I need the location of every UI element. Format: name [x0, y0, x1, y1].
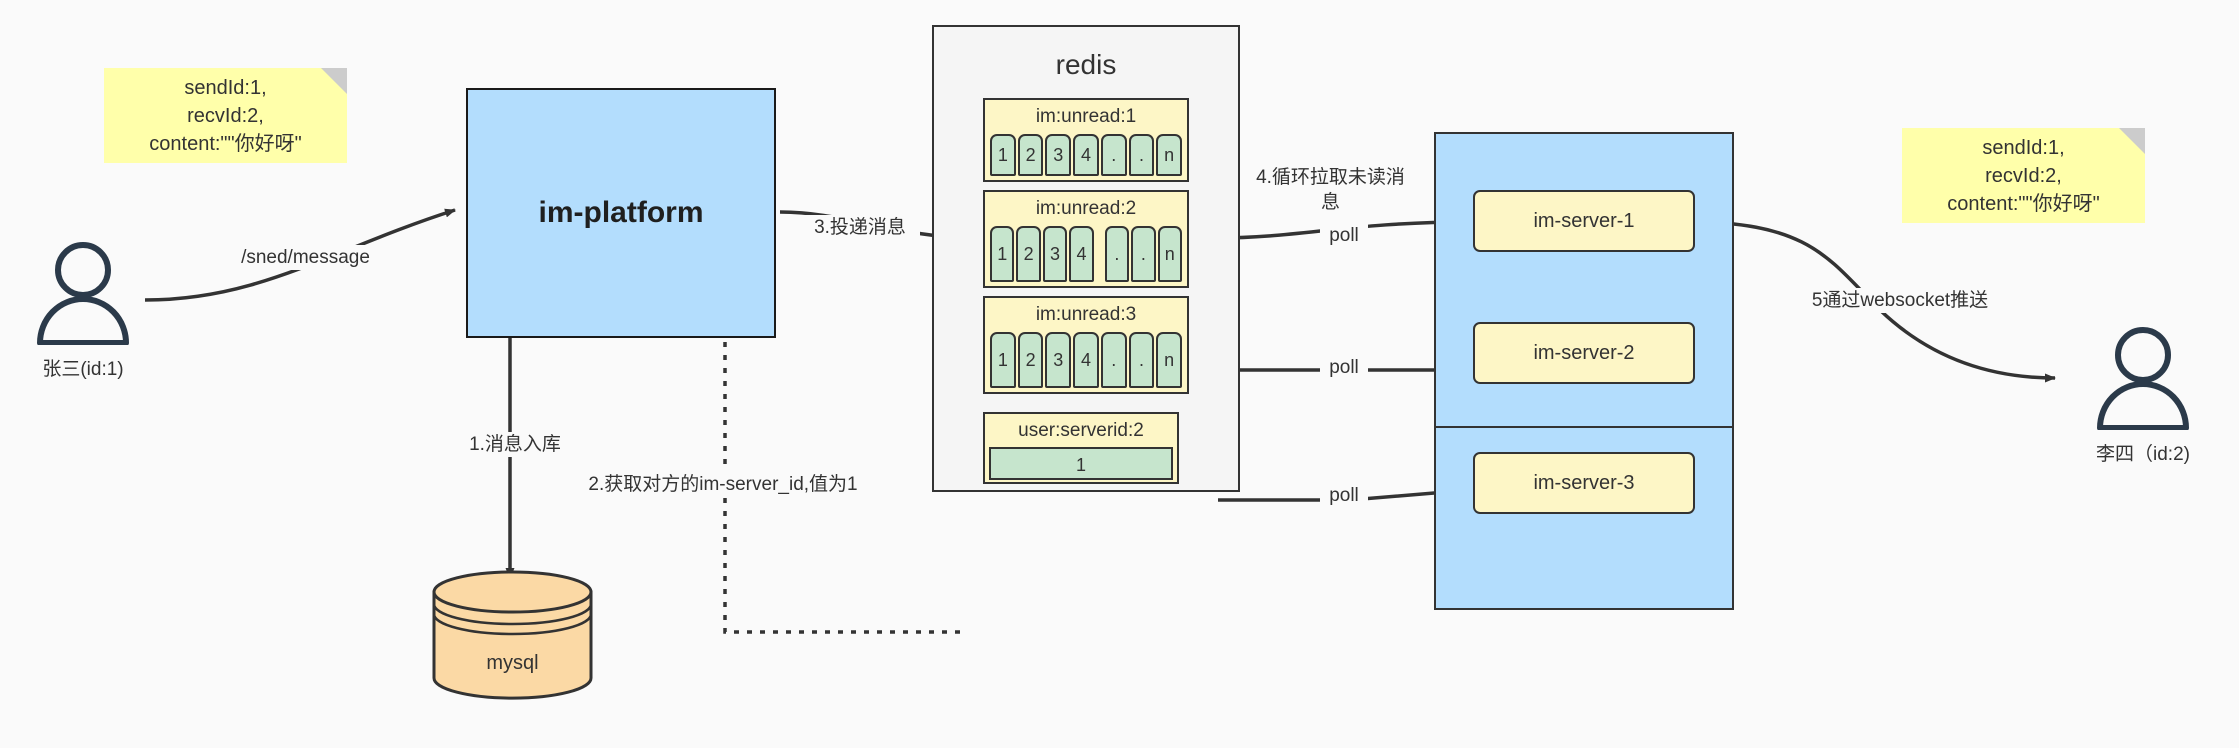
list-cell: 4 — [1073, 134, 1099, 176]
sticky-note-left: sendId:1, recvId:2, content:""你好呀" — [104, 68, 347, 163]
actor-sender-label: 张三(id:1) — [42, 359, 124, 380]
actor-receiver: 李四（id:2) — [2088, 325, 2198, 466]
node-im-server-1-label: im-server-1 — [1533, 209, 1635, 232]
list-cell: 1 — [990, 226, 1015, 282]
list-cell: . — [1128, 134, 1155, 176]
node-im-server-3-front-label: im-server-3 — [1533, 471, 1635, 494]
list-cell: . — [1100, 332, 1127, 388]
redis-list-3-cells: 1 2 3 4 . . n — [985, 332, 1187, 393]
edge-label-poll-2: poll — [1320, 355, 1368, 380]
actor-receiver-label: 李四（id:2) — [2096, 444, 2190, 465]
edge-label-poll-1: poll — [1320, 223, 1368, 248]
list-cell: 2 — [1017, 134, 1044, 176]
redis-kv-user-serverid[interactable]: user:serverid:2 1 — [983, 412, 1179, 484]
redis-list-3-key: im:unread:3 — [1035, 304, 1137, 325]
node-mysql[interactable]: mysql — [430, 570, 595, 700]
list-cell: 4 — [1069, 226, 1094, 282]
edge-label-step4: 4.循环拉取未读消 息 — [1253, 165, 1408, 215]
person-icon — [2097, 327, 2189, 431]
edge-label-send-message: /sned/message — [228, 245, 383, 270]
node-mysql-label: mysql — [486, 652, 539, 674]
note-fold-icon — [2119, 128, 2145, 154]
sticky-note-left-text: sendId:1, recvId:2, content:""你好呀" — [149, 76, 302, 155]
list-cell: . — [1131, 226, 1156, 282]
sticky-note-right: sendId:1, recvId:2, content:""你好呀" — [1902, 128, 2145, 223]
list-cell: 2 — [1017, 332, 1044, 388]
list-cell: n — [1157, 226, 1182, 282]
list-cell: 3 — [1045, 134, 1072, 176]
node-im-platform[interactable]: im-platform — [466, 88, 776, 338]
list-cell: n — [1156, 134, 1183, 176]
node-im-platform-label: im-platform — [538, 196, 704, 229]
person-icon — [37, 242, 129, 346]
list-cell: n — [1156, 332, 1183, 388]
edge-label-step2: 2.获取对方的im-server_id,值为1 — [568, 472, 878, 497]
redis-list-im-unread-1[interactable]: im:unread:1 1 2 3 4 . . n — [983, 98, 1189, 182]
sticky-note-right-text: sendId:1, recvId:2, content:""你好呀" — [1947, 136, 2100, 215]
database-cylinder-icon — [432, 570, 593, 700]
redis-list-1-key: im:unread:1 — [1035, 106, 1137, 127]
list-cell: . — [1128, 332, 1155, 388]
redis-list-2-key: im:unread:2 — [1035, 198, 1137, 219]
list-cell: 1 — [990, 134, 1016, 176]
edge-label-poll-3: poll — [1320, 483, 1368, 508]
note-fold-icon — [321, 68, 347, 94]
redis-list-1-cells: 1 2 3 4 . . n — [985, 134, 1187, 181]
redis-kv-value: 1 — [989, 447, 1173, 480]
node-im-server-3-front[interactable]: im-server-3 — [1473, 452, 1695, 514]
list-cell: . — [1104, 226, 1130, 282]
redis-list-2-cells: 1 2 3 4 . . n — [985, 226, 1187, 287]
list-cell: 3 — [1045, 332, 1072, 388]
node-im-server-2-label: im-server-2 — [1533, 341, 1635, 364]
redis-list-im-unread-3[interactable]: im:unread:3 1 2 3 4 . . n — [983, 296, 1189, 394]
node-im-server-2[interactable]: im-server-2 — [1473, 322, 1695, 384]
actor-sender: 张三(id:1) — [28, 240, 138, 381]
edge-label-step3: 3.投递消息 — [800, 215, 920, 240]
redis-kv-key: user:serverid:2 — [1018, 420, 1144, 441]
node-redis-title: redis — [1055, 49, 1117, 80]
list-cell: 4 — [1073, 332, 1099, 388]
redis-list-im-unread-2[interactable]: im:unread:2 1 2 3 4 . . n — [983, 190, 1189, 288]
edge-label-step5: 5通过websocket推送 — [1780, 288, 2020, 313]
edge-label-step1: 1.消息入库 — [455, 432, 575, 457]
list-cell: 1 — [990, 332, 1016, 388]
list-cell: . — [1100, 134, 1127, 176]
list-cell: 3 — [1042, 226, 1068, 282]
list-cell: 2 — [1016, 226, 1041, 282]
node-im-server-1[interactable]: im-server-1 — [1473, 190, 1695, 252]
